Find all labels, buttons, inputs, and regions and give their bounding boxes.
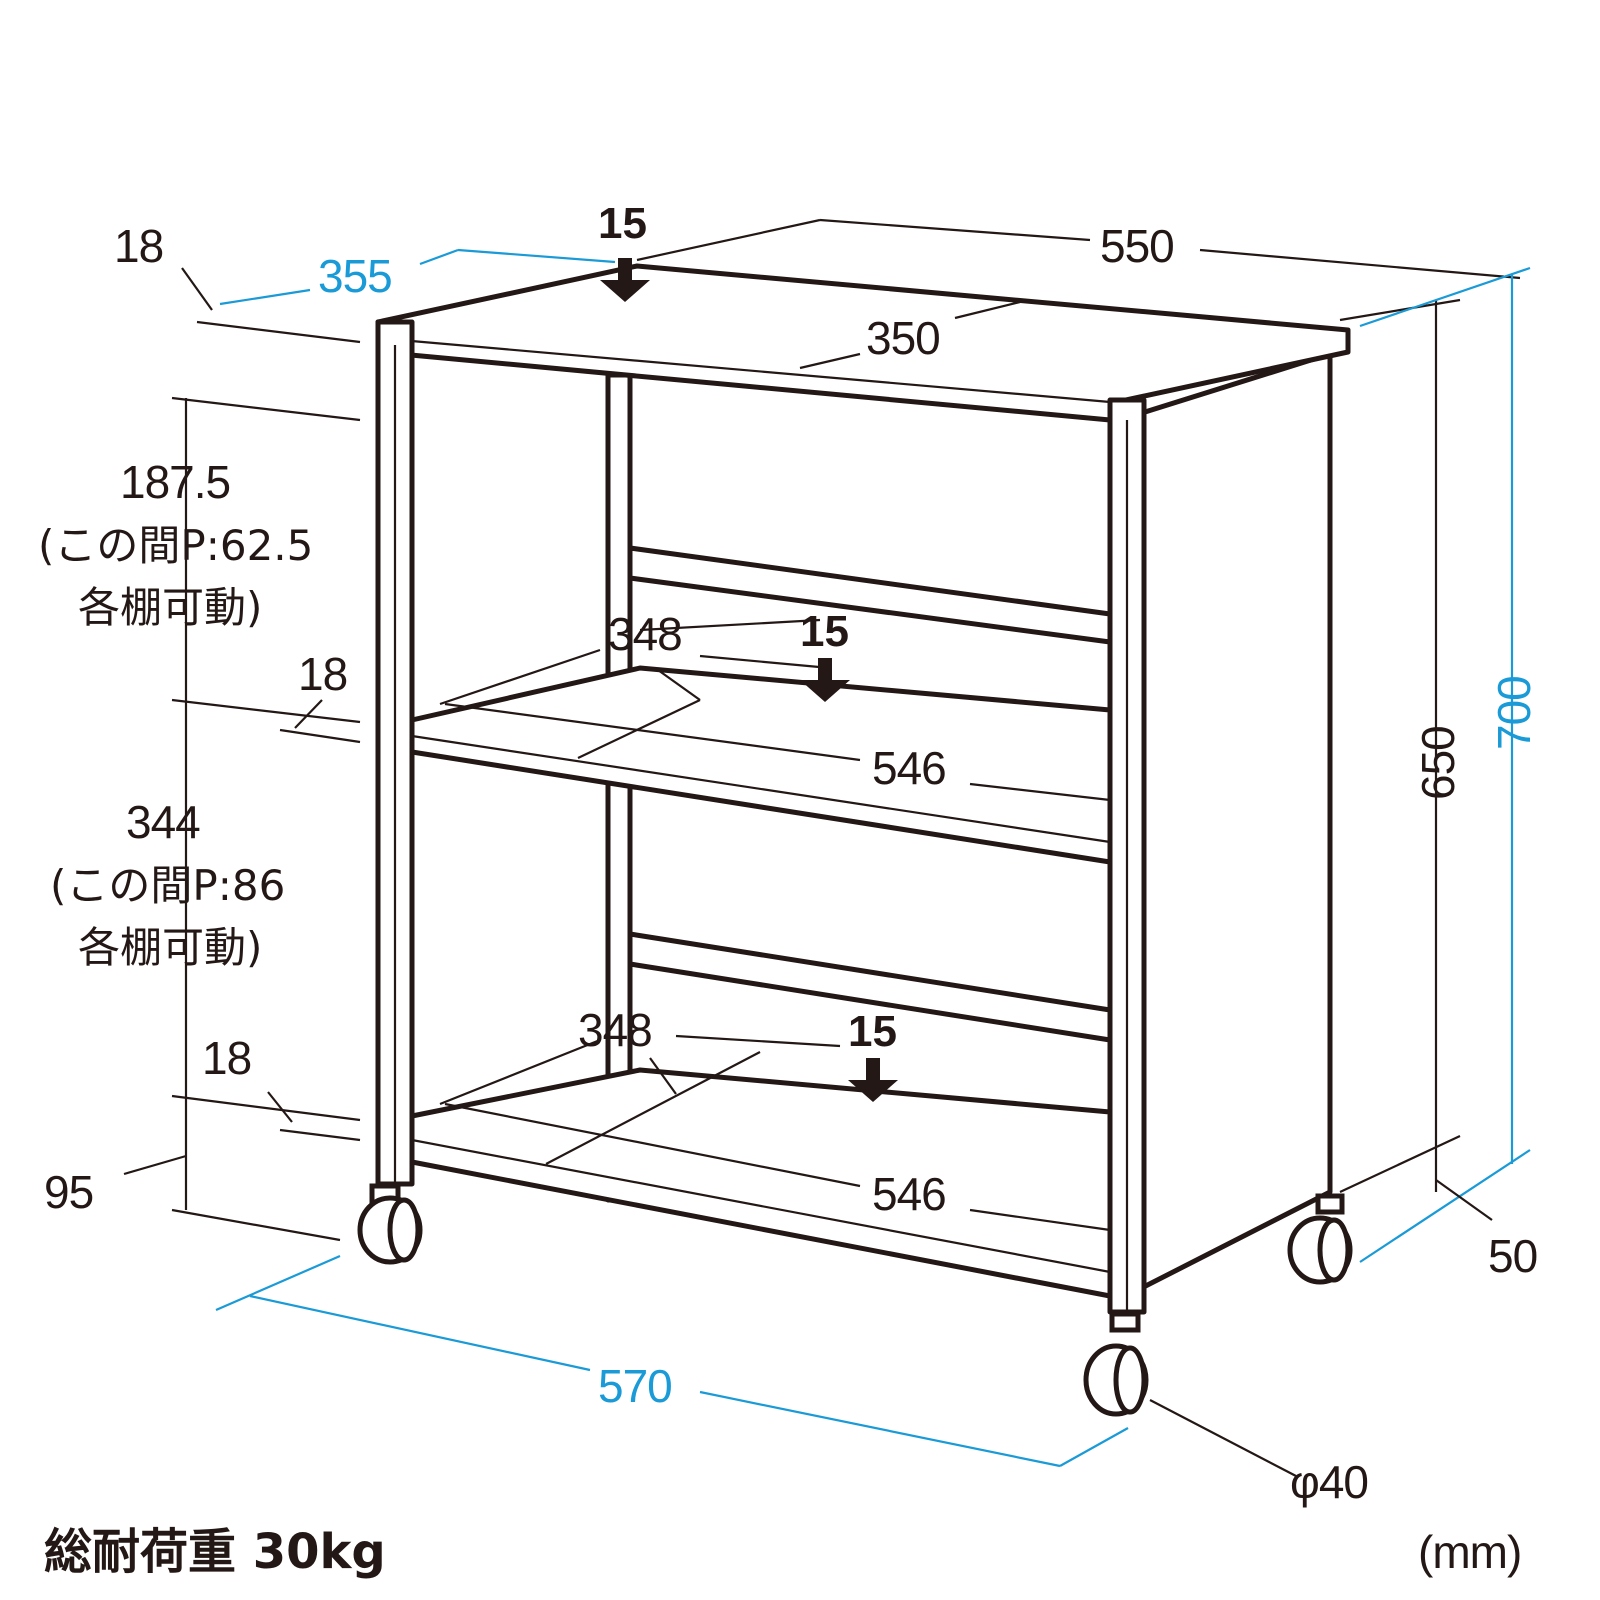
cabinet bbox=[375, 263, 1351, 1315]
lower-space-note-1: (この間P:86 bbox=[50, 861, 285, 910]
dimension-labels: 15 15 15 550 350 355 18 187.5 (この間P:62.5… bbox=[38, 199, 1540, 1580]
bottom-load-label: 15 bbox=[848, 1007, 897, 1056]
bottom-clearance-label: 95 bbox=[44, 1166, 93, 1218]
top-board-edge bbox=[399, 338, 1111, 404]
top-load-label: 15 bbox=[598, 199, 647, 248]
mid-load-label: 15 bbox=[800, 607, 849, 656]
upper-space-label: 187.5 bbox=[120, 456, 230, 508]
total-width-label: 550 bbox=[1100, 220, 1174, 272]
depth-top-label: 355 bbox=[318, 250, 392, 302]
bottom-width-label: 546 bbox=[872, 1168, 946, 1220]
inner-width-label: 350 bbox=[866, 312, 940, 364]
upper-space-note-2: 各棚可動) bbox=[78, 583, 262, 632]
arrow-down-icon bbox=[800, 658, 850, 702]
casters bbox=[357, 1183, 1353, 1417]
bottom-shelf-front-edge bbox=[411, 1138, 1111, 1274]
caster-diameter-label: φ40 bbox=[1290, 1456, 1368, 1508]
total-height-label: 700 bbox=[1488, 676, 1540, 750]
upper-space-note-1: (この間P:62.5 bbox=[38, 521, 313, 570]
overall-depth-label: 570 bbox=[598, 1360, 672, 1412]
total-load-label: 総耐荷重 30kg bbox=[44, 1524, 386, 1580]
upper-rear-rail bbox=[627, 545, 1113, 645]
middle-shelf-front-edge bbox=[411, 734, 1111, 844]
top-thickness-label: 18 bbox=[114, 220, 163, 272]
unit-label: (mm) bbox=[1418, 1526, 1521, 1578]
caster-front-left bbox=[357, 1183, 423, 1265]
caster-height-label: 50 bbox=[1488, 1230, 1537, 1282]
bottom-depth-label: 348 bbox=[578, 1004, 652, 1056]
caster-back-right bbox=[1287, 1193, 1353, 1285]
body-height-label: 650 bbox=[1412, 726, 1464, 800]
dimension-lines bbox=[123, 218, 1531, 1477]
lower-rear-rail bbox=[627, 931, 1113, 1043]
lower-space-note-2: 各棚可動) bbox=[78, 923, 262, 972]
middle-shelf bbox=[409, 665, 1113, 865]
mid-thickness-label: 18 bbox=[298, 648, 347, 700]
caster-front-right bbox=[1083, 1311, 1149, 1417]
load-arrows bbox=[600, 258, 898, 1102]
mid-depth-label: 348 bbox=[608, 608, 682, 660]
arrow-down-icon bbox=[848, 1058, 898, 1102]
bottom-shelf bbox=[409, 1067, 1113, 1299]
bottom-thickness-label: 18 bbox=[202, 1032, 251, 1084]
right-side-panel bbox=[1123, 351, 1333, 1299]
arrow-down-icon bbox=[600, 258, 650, 302]
mid-width-label: 546 bbox=[872, 742, 946, 794]
lower-space-label: 344 bbox=[126, 796, 200, 848]
